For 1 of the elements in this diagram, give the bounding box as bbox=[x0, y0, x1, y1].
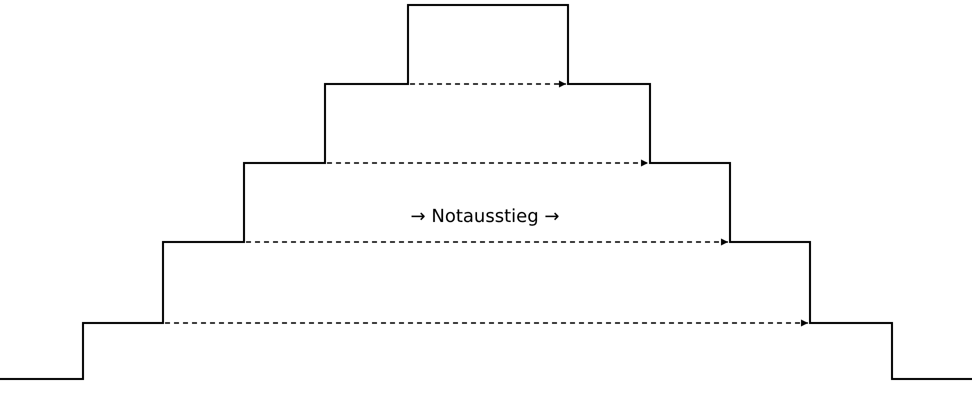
direction-label: → Notausstieg → bbox=[410, 206, 560, 227]
